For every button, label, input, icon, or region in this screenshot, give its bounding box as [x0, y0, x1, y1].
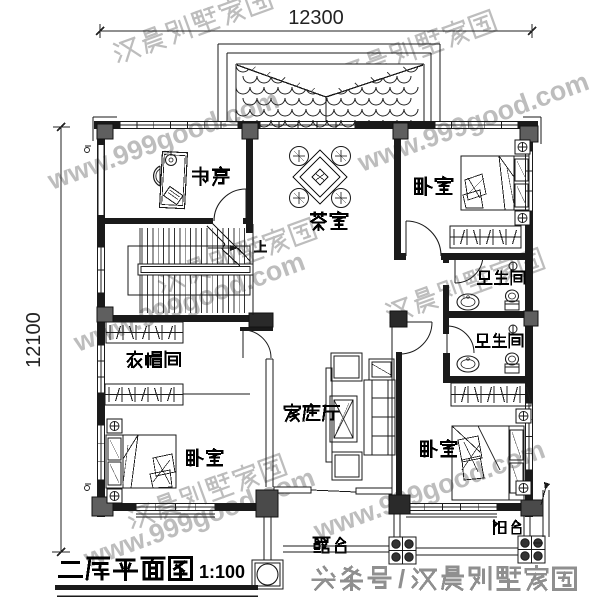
svg-text:12300: 12300	[288, 7, 344, 29]
svg-text:/: /	[398, 564, 405, 594]
svg-text:12100: 12100	[23, 312, 45, 368]
svg-text:1:100: 1:100	[199, 562, 245, 582]
